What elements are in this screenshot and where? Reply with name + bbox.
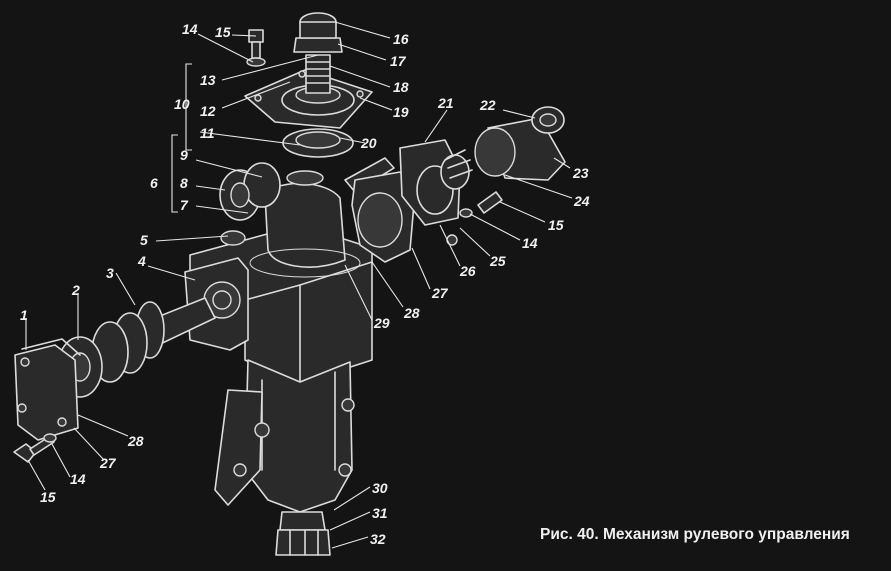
part-label: 14	[182, 21, 198, 37]
part-label: 11	[200, 125, 215, 141]
side-cover-assembly	[344, 106, 566, 263]
part-label: 3	[106, 265, 114, 281]
part-label: 8	[180, 175, 188, 191]
part-label: 25	[489, 253, 506, 269]
part-label: 1	[20, 307, 28, 323]
part-label: 24	[573, 193, 590, 209]
input-shaft-assembly	[13, 297, 216, 463]
roller-part	[219, 162, 281, 221]
top-cover-assembly	[244, 12, 373, 158]
part-label: 31	[372, 505, 388, 521]
figure-caption: Рис. 40. Механизм рулевого управления	[540, 526, 850, 543]
part-label: 32	[370, 531, 386, 547]
part-label: 20	[360, 135, 377, 151]
part-label: 22	[479, 97, 496, 113]
part-label: 15	[215, 24, 231, 40]
part-label: 6	[150, 175, 158, 191]
steering-housing	[184, 170, 373, 556]
part-label: 15	[40, 489, 56, 505]
part-label: 17	[390, 53, 407, 69]
part-label: 23	[572, 165, 589, 181]
part-label: 28	[403, 305, 420, 321]
part-labels: 14 15 13 10 12 11 9 6 8 7 5 4 3 2 1 28 2…	[20, 21, 590, 547]
part-label: 4	[137, 253, 146, 269]
part-label: 13	[200, 72, 216, 88]
part-label: 5	[140, 232, 148, 248]
part-label: 16	[393, 31, 409, 47]
part-label: 15	[548, 217, 564, 233]
leader-lines	[25, 21, 573, 549]
part-label: 30	[372, 480, 388, 496]
part-label: 9	[180, 147, 188, 163]
part-label: 10	[174, 96, 190, 112]
part-label: 2	[71, 282, 80, 298]
part-label: 12	[200, 103, 216, 119]
part-label: 18	[393, 79, 409, 95]
part-label: 14	[522, 235, 538, 251]
part-label: 28	[127, 433, 144, 449]
part-label: 26	[459, 263, 476, 279]
part-label: 27	[431, 285, 449, 301]
part-label: 19	[393, 104, 409, 120]
part-label: 27	[99, 455, 117, 471]
part-label: 21	[437, 95, 454, 111]
part-label: 7	[180, 197, 189, 213]
part-label: 29	[373, 315, 390, 331]
part-label: 14	[70, 471, 86, 487]
